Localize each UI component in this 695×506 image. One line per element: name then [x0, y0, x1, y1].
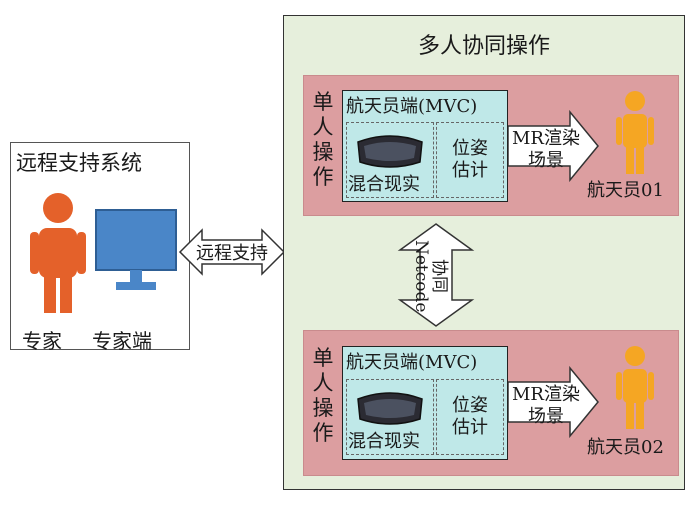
expert-person-icon [30, 193, 86, 313]
single-op-text-1: 单人操作 [312, 90, 334, 189]
astronaut-02-icon [616, 346, 654, 429]
mixed-reality-label-1: 混合现实 [348, 174, 420, 195]
astronaut-01-icon [616, 91, 654, 174]
expert-label: 专家 [22, 329, 62, 353]
astronaut-01-label: 航天员01 [587, 180, 664, 201]
expert-client-label: 专家端 [92, 329, 152, 353]
netcode-sync-arrow [397, 223, 475, 327]
render-label-2: MR渲染场景 [512, 384, 580, 427]
collaboration-title: 多人协同操作 [417, 34, 550, 59]
headset-icon [357, 135, 423, 168]
single-op-text-2: 单人操作 [312, 346, 334, 445]
mvc-title-1: 航天员端(MVC) [346, 96, 478, 117]
remote-support-title: 远程支持系统 [16, 151, 142, 175]
astronaut-02-label: 航天员02 [587, 437, 664, 458]
pose-estimation-label-2: 位姿估计 [452, 395, 488, 438]
monitor-icon [95, 209, 177, 290]
mixed-reality-label-2: 混合现实 [348, 431, 420, 452]
render-arrow-2 [508, 366, 599, 438]
remote-support-arrow-label: 远程支持 [196, 243, 268, 264]
expert-figures [30, 193, 177, 313]
netcode-sync-label: 协同 Netcode [411, 240, 449, 313]
single-op-label-2: 单人操作 [303, 346, 343, 446]
render-label-1: MR渲染场景 [512, 128, 580, 171]
single-op-label-1: 单人操作 [303, 90, 343, 190]
pose-estimation-label-1: 位姿估计 [452, 138, 488, 181]
render-arrow-1 [508, 110, 599, 182]
mvc-title-2: 航天员端(MVC) [346, 352, 478, 373]
headset-icon [357, 392, 423, 425]
pose-estimation-box-1 [436, 122, 504, 198]
pose-estimation-box-2 [436, 379, 504, 455]
